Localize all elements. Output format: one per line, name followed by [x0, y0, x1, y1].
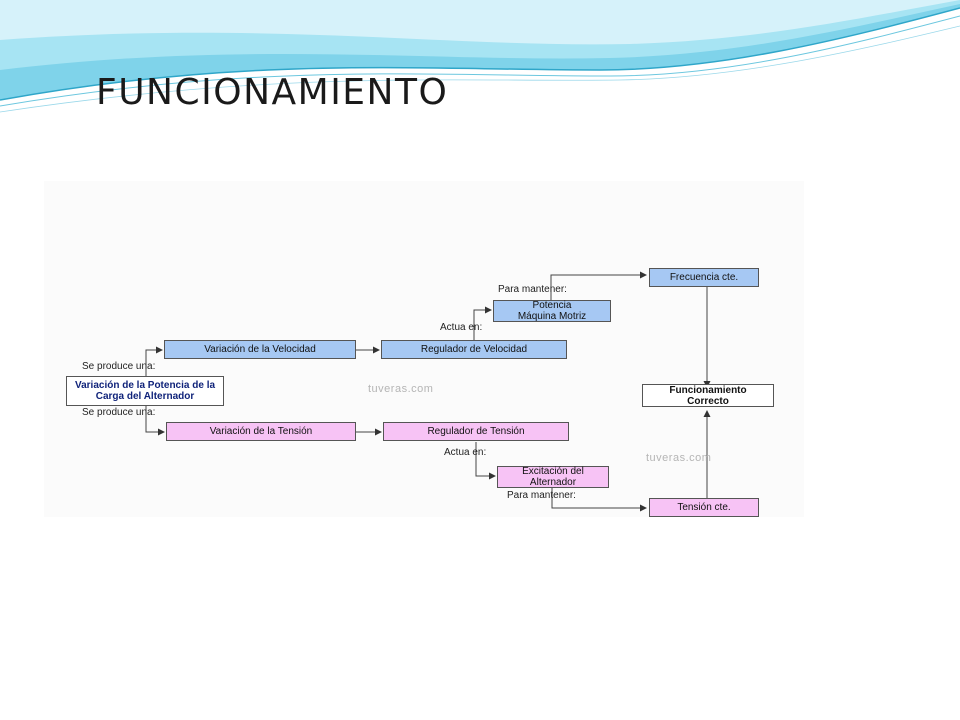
connector-excitacion-to-tension [551, 488, 647, 512]
node-frecuencia-cte: Frecuencia cte. [649, 268, 759, 287]
connector-reg-tension-to-excitacion [475, 442, 496, 480]
node-excitacion-alternador: Excitación del Alternador [497, 466, 609, 488]
label-actua-en-top: Actua en: [440, 322, 483, 333]
diagram-connectors [145, 271, 711, 512]
header-wave-decoration [0, 0, 960, 113]
node-variacion-velocidad: Variación de la Velocidad [164, 340, 356, 359]
diagram-panel: Variación de la Potencia de la Carga del… [44, 181, 804, 517]
node-variacion-potencia-carga: Variación de la Potencia de la Carga del… [66, 376, 224, 406]
connector-reg-velocidad-to-potencia [473, 306, 492, 340]
label-se-produce-una-bottom: Se produce una: [82, 407, 156, 418]
watermark-tuveras-2: tuveras.com [646, 452, 712, 464]
node-tension-cte: Tensión cte. [649, 498, 759, 517]
node-potencia-maquina-motriz: Potencia Máquina Motriz [493, 300, 611, 322]
watermark-tuveras-1: tuveras.com [368, 383, 434, 395]
node-funcionamiento-correcto: Funcionamiento Correcto [642, 384, 774, 407]
node-regulador-velocidad: Regulador de Velocidad [381, 340, 567, 359]
connector-carga-to-var-tension [145, 405, 165, 436]
label-actua-en-bottom: Actua en: [444, 447, 487, 458]
connector-carga-to-var-velocidad [145, 346, 163, 377]
node-regulador-tension: Regulador de Tensión [383, 422, 569, 441]
node-variacion-tension: Variación de la Tensión [166, 422, 356, 441]
connector-potencia-to-frecuencia [550, 271, 647, 300]
label-para-mantener-bottom: Para mantener: [507, 490, 576, 501]
label-se-produce-una-top: Se produce una: [82, 361, 156, 372]
label-para-mantener-top: Para mantener: [498, 284, 567, 295]
slide-title: FUNCIONAMIENTO [96, 72, 449, 113]
